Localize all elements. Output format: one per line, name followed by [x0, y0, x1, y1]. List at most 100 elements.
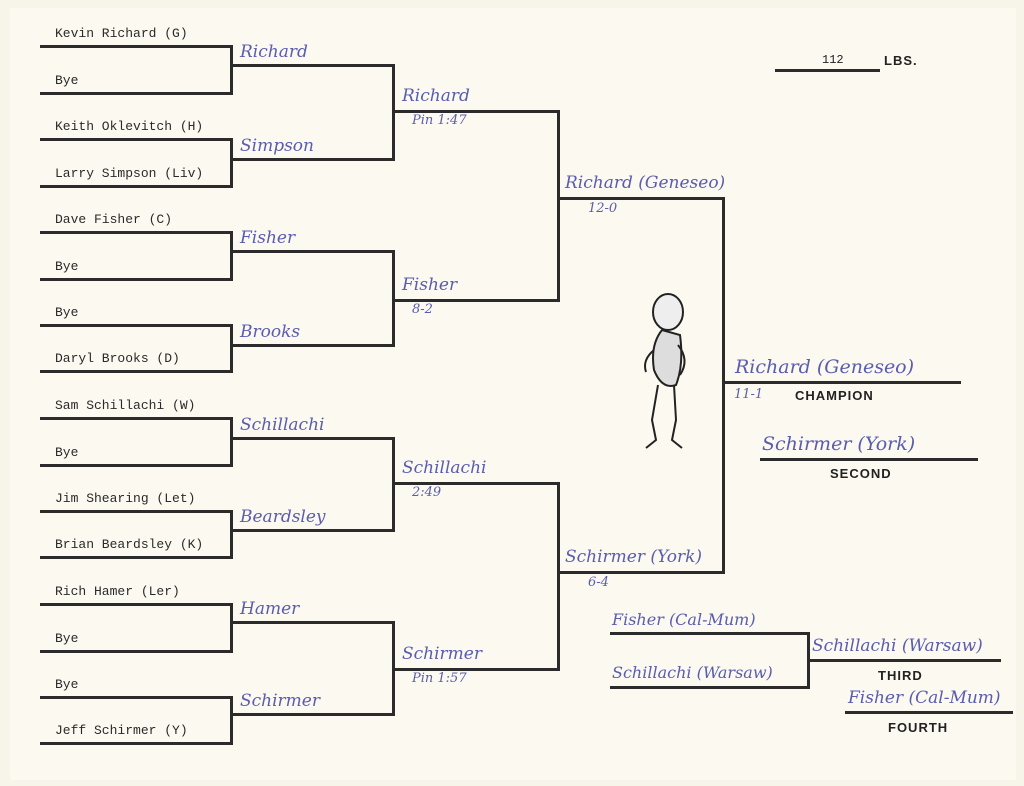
- round3-line: [394, 110, 560, 113]
- round1-line: [40, 696, 233, 699]
- round2-winner: Beardsley: [240, 507, 326, 527]
- round1-line: [40, 650, 233, 653]
- round2-line: [232, 250, 395, 253]
- round1-line: [40, 370, 233, 373]
- bracket-connector: [392, 437, 395, 532]
- round1-entrant: Bye: [55, 305, 79, 320]
- second-name: Schirmer (York): [762, 433, 916, 455]
- round1-line: [40, 603, 233, 606]
- round1-entrant: Bye: [55, 73, 79, 88]
- round2-line: [232, 344, 395, 347]
- round2-winner: Brooks: [240, 322, 301, 342]
- round1-line: [40, 464, 233, 467]
- round3-score: 8-2: [412, 302, 433, 317]
- round1-entrant: Daryl Brooks (D): [55, 351, 180, 366]
- round1-line: [40, 556, 233, 559]
- round1-entrant: Sam Schillachi (W): [55, 398, 196, 413]
- weight-line: [775, 69, 880, 72]
- fourth-name: Fisher (Cal-Mum): [848, 688, 1001, 708]
- round1-line: [40, 278, 233, 281]
- round1-line: [40, 45, 233, 48]
- bracket-connector: [392, 621, 395, 716]
- second-line: [760, 458, 978, 461]
- round1-entrant: Jim Shearing (Let): [55, 491, 196, 506]
- round4-line: [559, 571, 725, 574]
- champion-line: [724, 381, 961, 384]
- round1-line: [40, 185, 233, 188]
- champion-label: CHAMPION: [795, 388, 874, 403]
- round2-line: [232, 529, 395, 532]
- round2-line: [232, 437, 395, 440]
- round3-score: 2:49: [412, 485, 442, 500]
- round2-winner: Schirmer: [240, 691, 320, 711]
- round1-entrant: Bye: [55, 445, 79, 460]
- round1-line: [40, 510, 233, 513]
- bracket-connector: [230, 231, 233, 281]
- round3-score: Pin 1:47: [412, 113, 467, 128]
- round1-entrant: Brian Beardsley (K): [55, 537, 204, 552]
- round2-winner: Schillachi: [240, 415, 325, 435]
- bracket-connector: [230, 324, 233, 373]
- round4-line: [559, 197, 725, 200]
- third-name: Schillachi (Warsaw): [812, 636, 983, 656]
- round1-entrant: Jeff Schirmer (Y): [55, 723, 188, 738]
- bracket-connector: [230, 696, 233, 745]
- round1-line: [40, 417, 233, 420]
- round1-line: [40, 138, 233, 141]
- round3-winner: Richard: [402, 86, 470, 106]
- round1-line: [40, 742, 233, 745]
- bracket-connector: [557, 482, 560, 671]
- round2-line: [232, 64, 395, 67]
- bracket-connector: [807, 632, 810, 689]
- bracket-connector: [230, 603, 233, 653]
- round1-entrant: Dave Fisher (C): [55, 212, 173, 227]
- bracket-connector: [557, 110, 560, 302]
- round2-line: [232, 158, 395, 161]
- bracket-connector: [392, 250, 395, 347]
- round3-winner: Fisher: [402, 275, 458, 295]
- weight-value: 112: [822, 53, 844, 67]
- third-label: THIRD: [878, 668, 923, 683]
- bracket-connector: [230, 510, 233, 559]
- round1-entrant: Bye: [55, 631, 79, 646]
- round2-line: [232, 713, 395, 716]
- round1-line: [40, 324, 233, 327]
- consolation-line: [610, 686, 810, 689]
- bracket-connector: [392, 64, 395, 161]
- fourth-label: FOURTH: [888, 720, 949, 735]
- round4-score: 12-0: [588, 201, 618, 216]
- consolation-entrant: Schillachi (Warsaw): [612, 663, 773, 682]
- round1-entrant: Keith Oklevitch (H): [55, 119, 204, 134]
- fourth-line: [845, 711, 1013, 714]
- round3-line: [394, 299, 560, 302]
- round4-winner: Schirmer (York): [565, 547, 703, 567]
- round3-line: [394, 668, 560, 671]
- round1-line: [40, 92, 233, 95]
- round2-winner: Simpson: [240, 136, 314, 156]
- round1-entrant: Kevin Richard (G): [55, 26, 188, 41]
- wrestler-illustration-icon: [644, 293, 686, 449]
- third-line: [809, 659, 1001, 662]
- champion-score: 11-1: [734, 387, 764, 402]
- bracket-connector: [722, 197, 725, 574]
- weight-unit: LBS.: [884, 53, 918, 68]
- champion-name: Richard (Geneseo): [735, 356, 915, 378]
- round1-line: [40, 231, 233, 234]
- bracket-connector: [230, 138, 233, 188]
- round2-line: [232, 621, 395, 624]
- round4-score: 6-4: [588, 575, 609, 590]
- round1-entrant: Bye: [55, 259, 79, 274]
- bracket-connector: [230, 45, 233, 95]
- round1-entrant: Rich Hamer (Ler): [55, 584, 180, 599]
- round3-line: [394, 482, 560, 485]
- consolation-line: [610, 632, 810, 635]
- round1-entrant: Larry Simpson (Liv): [55, 166, 204, 181]
- round2-winner: Hamer: [240, 599, 300, 619]
- bracket-connector: [230, 417, 233, 467]
- second-label: SECOND: [830, 466, 892, 481]
- round3-score: Pin 1:57: [412, 671, 467, 686]
- round2-winner: Richard: [240, 42, 308, 62]
- round2-winner: Fisher: [240, 228, 296, 248]
- round1-entrant: Bye: [55, 677, 79, 692]
